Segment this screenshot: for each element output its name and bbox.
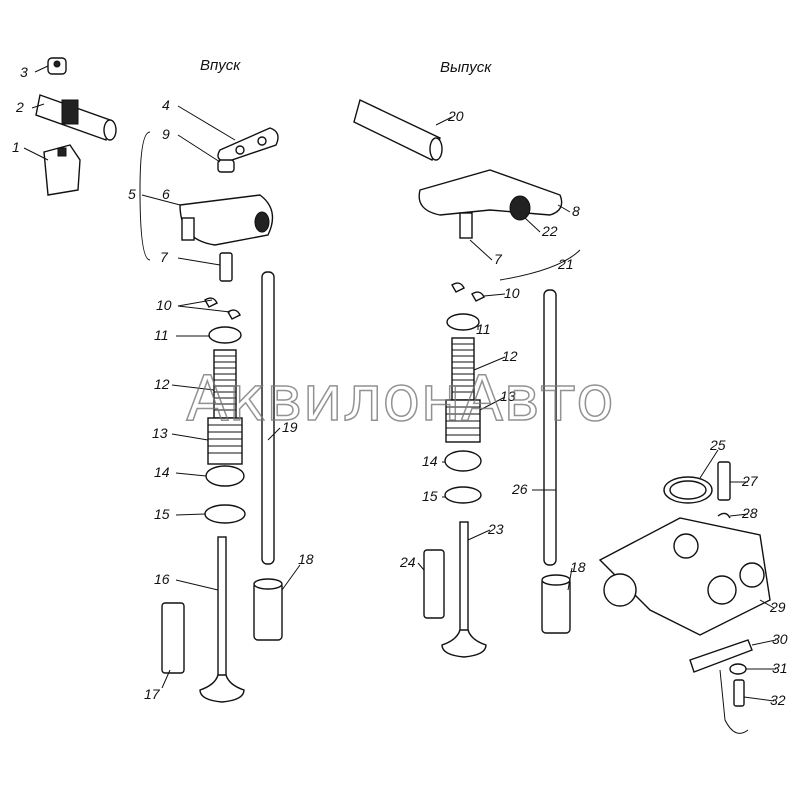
callout-8: 8 — [572, 203, 580, 219]
callout-15-exhaust: 15 — [422, 488, 438, 504]
callout-10-exhaust: 10 — [504, 285, 520, 301]
part-plate-4 — [217, 127, 279, 163]
callout-6: 6 — [162, 186, 170, 202]
callout-22: 22 — [541, 223, 558, 239]
callout-21: 21 — [557, 256, 574, 272]
part-washer-15a — [204, 504, 246, 524]
callout-18-exhaust: 18 — [570, 559, 586, 575]
callout-27: 27 — [741, 473, 759, 489]
part-spring-12b — [451, 337, 475, 401]
callout-9: 9 — [162, 126, 170, 142]
callout-4: 4 — [162, 97, 170, 113]
callout-13-intake: 13 — [152, 425, 168, 441]
part-axle-2 — [35, 94, 117, 141]
callout-31: 31 — [772, 660, 788, 676]
callout-14-intake: 14 — [154, 464, 170, 480]
callout-15-intake: 15 — [154, 506, 170, 522]
part-bolt-7a — [219, 252, 233, 282]
watermark: АквилонАвто — [186, 362, 614, 435]
part-pushrod-26 — [543, 289, 557, 566]
part-tappet-18b — [541, 574, 571, 634]
part-rocker-22 — [418, 169, 563, 239]
part-washer-15b — [444, 486, 482, 504]
part-collets-10b — [451, 282, 485, 302]
part-seat-14a — [205, 465, 245, 487]
part-guide-17 — [161, 602, 185, 674]
part-axle-20 — [353, 99, 443, 161]
part-bracket-30 — [689, 639, 753, 734]
part-valve-16 — [199, 536, 245, 703]
callout-20: 20 — [447, 108, 464, 124]
callout-11-intake: 11 — [154, 327, 169, 343]
callout-29: 29 — [769, 599, 786, 615]
callout-32: 32 — [770, 692, 786, 708]
callout-25: 25 — [709, 437, 726, 453]
callout-24: 24 — [399, 554, 416, 570]
callout-28: 28 — [741, 505, 758, 521]
callout-19: 19 — [282, 419, 298, 435]
part-retainer-11b — [446, 313, 480, 331]
title-intake: Впуск — [200, 57, 241, 74]
callout-1: 1 — [12, 139, 20, 155]
callout-10-intake: 10 — [156, 297, 172, 313]
callout-7-intake: 7 — [160, 249, 169, 265]
part-collets-10a — [204, 297, 241, 320]
part-guide-24 — [423, 549, 445, 619]
callout-17: 17 — [144, 686, 161, 702]
part-retainer-11a — [208, 326, 242, 344]
callout-16: 16 — [154, 571, 170, 587]
part-bracket-1 — [43, 144, 81, 196]
callout-2: 2 — [15, 99, 24, 115]
callout-26: 26 — [511, 481, 528, 497]
part-washer-31 — [729, 663, 747, 675]
part-clip-28 — [717, 512, 731, 519]
callout-14-exhaust: 14 — [422, 453, 438, 469]
callout-7-exhaust: 7 — [494, 251, 503, 267]
part-ring-25 — [663, 476, 713, 504]
callouts: 3 2 1 4 9 5 6 7 10 11 12 13 14 15 16 17 … — [12, 64, 788, 708]
callout-12-intake: 12 — [154, 376, 170, 392]
callout-23: 23 — [487, 521, 504, 537]
part-nut-9 — [217, 159, 235, 173]
part-rocker-6 — [179, 194, 274, 246]
part-seat-14b — [444, 450, 482, 472]
part-bolt-32 — [733, 679, 745, 707]
callout-12-exhaust: 12 — [502, 348, 518, 364]
callout-30: 30 — [772, 631, 788, 647]
part-valve-23 — [441, 521, 487, 658]
part-bolt-27 — [717, 461, 731, 501]
part-spring-13b — [445, 399, 481, 443]
title-exhaust: Выпуск — [440, 59, 492, 76]
part-spring-13a — [207, 417, 243, 465]
callout-3: 3 — [20, 64, 28, 80]
callout-11-exhaust: 11 — [476, 321, 491, 337]
callout-18-intake: 18 — [298, 551, 314, 567]
part-tappet-18a — [253, 578, 283, 641]
callout-13-exhaust: 13 — [500, 388, 516, 404]
part-pushrod-19 — [261, 271, 275, 565]
callout-5: 5 — [128, 186, 136, 202]
part-housing-29 — [598, 517, 771, 636]
part-nut-3 — [47, 57, 67, 75]
